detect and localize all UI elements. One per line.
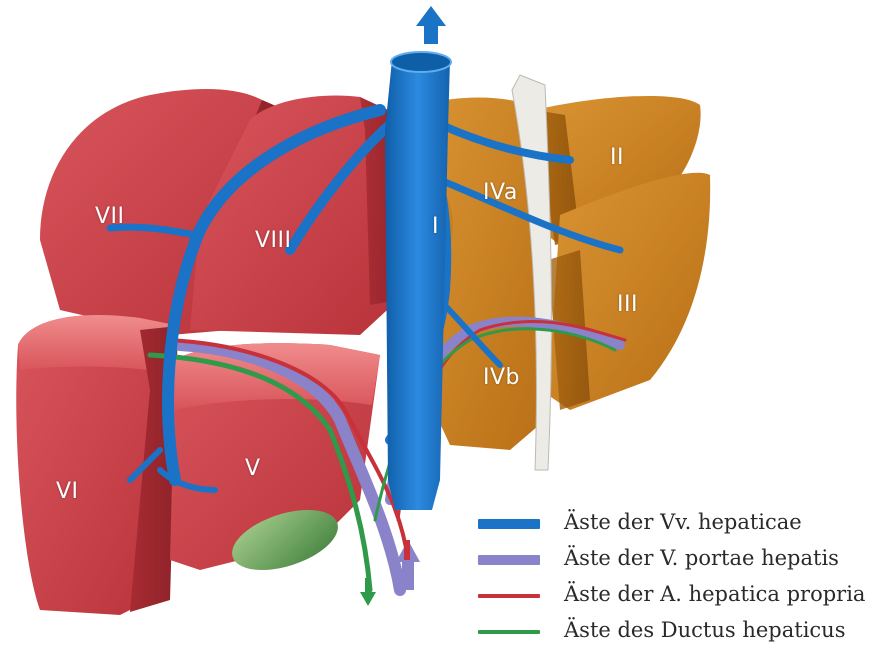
legend-item-hepatic-artery: Äste der A. hepatica propria: [478, 580, 868, 616]
legend-item-portal-vein: Äste der V. portae hepatis: [478, 544, 868, 580]
legend-swatch-hepatic-artery: [478, 594, 540, 598]
legend-swatch-portal-vein: [478, 555, 540, 565]
legend: Äste der Vv. hepaticae Äste der V. porta…: [478, 508, 868, 652]
vena-cava-opening: [391, 52, 451, 72]
legend-label: Äste der A. hepatica propria: [564, 582, 865, 606]
segment-label-viii: VIII: [255, 228, 292, 253]
legend-swatch-bile-duct: [478, 630, 540, 634]
legend-swatch-hepatic-veins: [478, 519, 540, 529]
segment-vi-shape: [16, 315, 178, 615]
bile-arrow-icon: [360, 578, 376, 606]
legend-item-bile-duct: Äste des Ductus hepaticus: [478, 616, 868, 652]
segment-label-iii: III: [617, 292, 638, 317]
outflow-arrow-icon: [416, 6, 446, 44]
segment-label-ii: II: [610, 145, 624, 170]
segment-label-vi: VI: [56, 479, 79, 504]
segment-label-v: V: [245, 456, 261, 481]
legend-label: Äste der Vv. hepaticae: [564, 510, 802, 534]
legend-item-hepatic-veins: Äste der Vv. hepaticae: [478, 508, 868, 544]
segment-label-vii: VII: [95, 204, 125, 229]
segment-label-iva: IVa: [483, 180, 518, 205]
inferior-vena-cava-shape: [385, 60, 450, 510]
segment-label-ivb: IVb: [483, 365, 520, 390]
legend-label: Äste des Ductus hepaticus: [564, 618, 845, 642]
segment-label-i: I: [432, 214, 439, 239]
legend-label: Äste der V. portae hepatis: [564, 546, 839, 570]
